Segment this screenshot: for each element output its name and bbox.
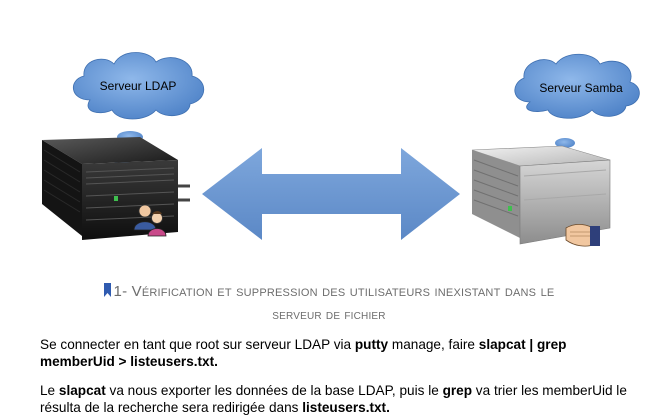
samba-server-label: Serveur Samba bbox=[539, 81, 623, 95]
hand-icon bbox=[565, 224, 600, 247]
p1-bold-putty: putty bbox=[354, 337, 389, 352]
section-heading: 1- Vérification et suppression des utili… bbox=[40, 281, 618, 325]
p2-text-3: va trier les memberUid le résulta de la … bbox=[40, 383, 627, 415]
heading-line-2: serveur de fichier bbox=[272, 306, 386, 322]
instruction-paragraph: Se connecter en tant que root sur serveu… bbox=[40, 337, 630, 370]
bidirectional-arrow bbox=[202, 148, 460, 240]
p2-bold-file: listeusers.txt. bbox=[302, 399, 390, 415]
ldap-server-label: Serveur LDAP bbox=[100, 79, 177, 93]
bookmark-icon bbox=[103, 282, 111, 297]
p2-bold-slapcat: slapcat bbox=[58, 383, 106, 398]
ldap-server bbox=[42, 137, 190, 240]
users-icon bbox=[133, 204, 167, 237]
samba-cloud: Serveur Samba bbox=[514, 53, 640, 183]
p2-bold-grep: grep bbox=[442, 383, 473, 398]
p1-text-1: Se connecter en tant que root sur serveu… bbox=[40, 337, 355, 352]
p1-bold-command: slapcat | grep memberUid > listeusers.tx… bbox=[40, 337, 567, 369]
heading-line-1: 1- Vérification et suppression des utili… bbox=[113, 283, 555, 300]
p2-text-2: va nous exporter les données de la base … bbox=[105, 383, 443, 398]
p2-text-1: Le bbox=[40, 383, 59, 398]
p1-text-2: manage, faire bbox=[388, 337, 479, 352]
samba-server bbox=[471, 145, 611, 247]
explanation-paragraph: Le slapcat va nous exporter les données … bbox=[40, 383, 630, 416]
